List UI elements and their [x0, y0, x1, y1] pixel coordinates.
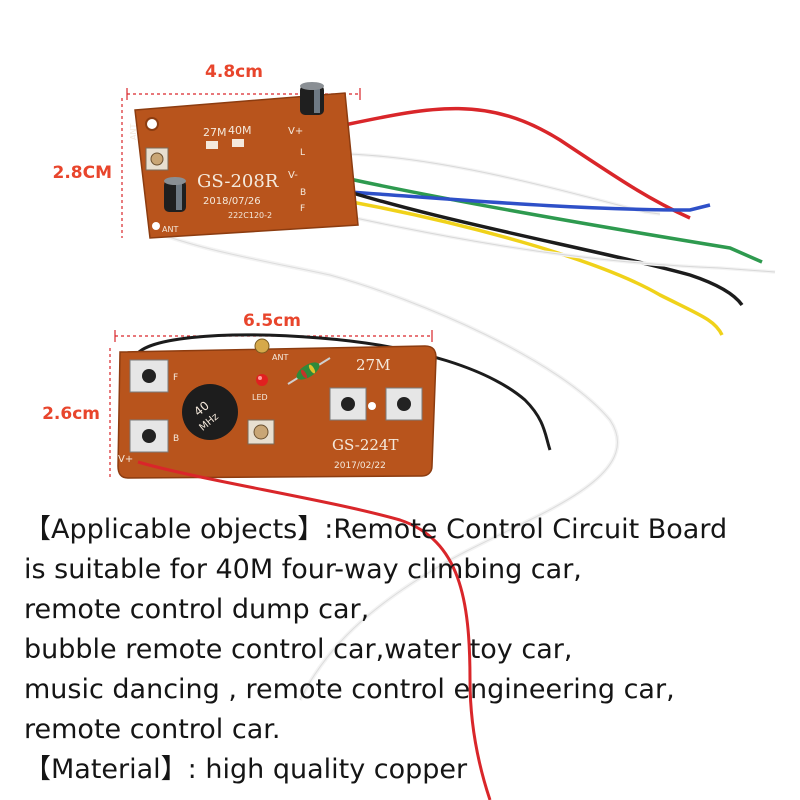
transmitter-red-wire [137, 460, 492, 800]
left-button [329, 387, 367, 421]
receiver-model: GS-208R [197, 171, 279, 192]
top-height-dimension: 2.8CM [52, 98, 123, 238]
transmitter-freq: 27M [356, 356, 390, 374]
transmitter-potentiometer [247, 419, 275, 445]
bottom-width-dimension: 6.5cm [114, 311, 433, 342]
pin-vminus: V- [288, 170, 298, 181]
description-line: bubble remote control car,water toy car, [24, 634, 573, 665]
receiver-date: 2018/07/26 [203, 196, 261, 207]
bottom-height-dimension: 2.6cm [42, 348, 111, 478]
label-b: B [173, 434, 179, 444]
label-led: LED [252, 393, 268, 402]
description-line: remote control dump car, [24, 594, 370, 625]
pin-f: F [300, 204, 305, 214]
backward-button [129, 419, 169, 453]
product-description: 【Applicable objects】:Remote Control Circ… [24, 510, 800, 790]
right-button [385, 387, 423, 421]
capacitor-top [300, 82, 324, 115]
led-indicator [256, 374, 268, 386]
pin-l: L [300, 148, 305, 158]
bottom-height-label: 2.6cm [42, 404, 100, 424]
inductor [287, 357, 331, 385]
label-vplus: V+ [118, 454, 133, 465]
receiver-code: 222C120-2 [228, 211, 272, 220]
forward-button [129, 359, 169, 393]
capacitor-bottom [164, 177, 186, 212]
receiver-ant-top-label: ANT [129, 124, 138, 140]
pin-vplus: V+ [288, 126, 303, 137]
description-line: music dancing , remote control engineeri… [24, 674, 675, 705]
top-width-label: 4.8cm [205, 62, 263, 82]
transmitter-model: GS-224T [332, 436, 399, 454]
bottom-width-label: 6.5cm [243, 311, 301, 331]
label-f: F [173, 373, 178, 383]
transmitter-date: 2017/02/22 [334, 461, 386, 471]
transmitter-board: F B 40 MHz LED [117, 338, 437, 479]
description-line: 【Material】: high quality copper [24, 754, 468, 785]
receiver-freq-a: 27M [203, 126, 227, 139]
description-line: 【Applicable objects】:Remote Control Circ… [24, 514, 728, 545]
receiver-board: ANT ANT 27M 40M GS-208R 2018/07/26 222C1… [129, 82, 359, 239]
crystal-oscillator: 40 MHz [182, 384, 238, 440]
top-height-label: 2.8CM [52, 163, 112, 183]
receiver-wires [317, 106, 776, 336]
label-ant: ANT [272, 353, 288, 362]
pin-b: B [300, 188, 306, 198]
description-line: remote control car. [24, 714, 281, 745]
description-line: is suitable for 40M four-way climbing ca… [24, 554, 582, 585]
receiver-ant-bottom-label: ANT [162, 225, 178, 234]
receiver-freq-b: 40M [228, 124, 252, 137]
